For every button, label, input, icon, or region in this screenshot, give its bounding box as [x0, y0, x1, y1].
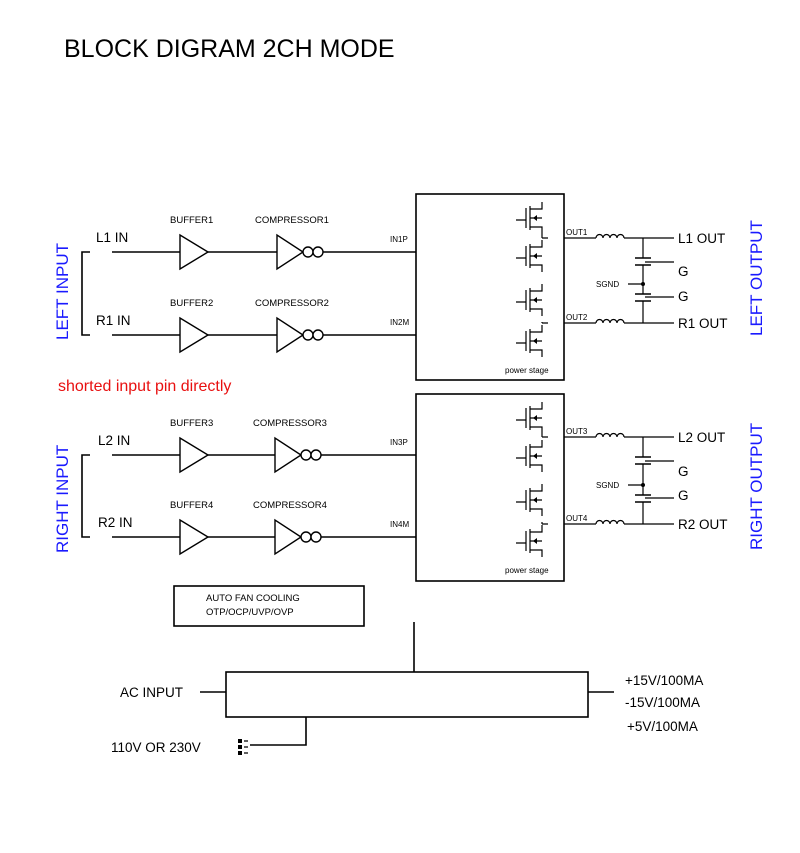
buffer-label: BUFFER3 — [170, 418, 213, 429]
buffer-triangle — [179, 436, 210, 474]
inductor-coil — [595, 318, 625, 324]
power-stage-2 — [516, 402, 674, 557]
compressor-bubble — [300, 531, 312, 543]
compressor-bubble — [302, 329, 314, 341]
pin-label: IN1P — [390, 235, 408, 244]
channel-row-4: R2 INBUFFER4COMPRESSOR4IN4MDA4OUT4R2 OUT — [98, 500, 728, 557]
ac-input-label: AC INPUT — [120, 685, 183, 700]
inductor-coil — [595, 432, 625, 438]
mosfet-symbol — [516, 402, 543, 434]
out-pin-label: OUT4 — [566, 514, 588, 523]
right-input-label: RIGHT INPUT — [53, 445, 72, 553]
power-stage-1 — [516, 202, 674, 357]
compressor-triangle — [276, 316, 305, 354]
amplifier-box-1 — [415, 193, 565, 381]
compressor-label: COMPRESSOR1 — [255, 215, 329, 226]
compressor-label: COMPRESSOR2 — [255, 298, 329, 309]
compressor-triangle — [276, 233, 305, 271]
input-label: L1 IN — [96, 230, 128, 245]
input-label: R2 IN — [98, 515, 133, 530]
buffer-triangle — [179, 233, 210, 271]
pin-label: IN4M — [390, 520, 409, 529]
g-label-1b: G — [678, 289, 689, 304]
right-output-label: RIGHT OUTPUT — [747, 423, 766, 550]
channel-row-2: R1 INBUFFER2COMPRESSOR2IN2MDA2OUT2R1 OUT — [96, 298, 728, 355]
compressor-bubble — [302, 246, 314, 258]
pin-label: IN2M — [390, 318, 409, 327]
g-label-2b: G — [678, 488, 689, 503]
left-input-bracket — [81, 251, 90, 336]
buffer-label: BUFFER4 — [170, 500, 213, 511]
left-input-label: LEFT INPUT — [53, 243, 72, 340]
mosfet-symbol — [516, 325, 543, 357]
pin-label: IN3P — [390, 438, 408, 447]
left-output-label: LEFT OUTPUT — [747, 220, 766, 336]
compressor-triangle — [274, 436, 303, 474]
page-title: BLOCK DIGRAM 2CH MODE — [64, 35, 395, 63]
mosfet-symbol — [516, 240, 543, 272]
compressor-bubble — [310, 531, 322, 543]
output-label: R2 OUT — [678, 517, 728, 532]
power-stage-label-2: power stage — [505, 566, 549, 575]
out-pin-label: OUT3 — [566, 427, 588, 436]
supply-output-2: -15V/100MA — [625, 695, 700, 710]
buffer-label: BUFFER2 — [170, 298, 213, 309]
output-label: R1 OUT — [678, 316, 728, 331]
compressor-triangle — [274, 518, 303, 556]
compressor-bubble — [312, 246, 324, 258]
output-label: L1 OUT — [678, 231, 725, 246]
sgnd-label-2: SGND — [596, 481, 619, 490]
sgnd-label-1: SGND — [596, 280, 619, 289]
buffer-triangle — [179, 316, 210, 354]
shorted-pin-note: shorted input pin directly — [58, 378, 231, 395]
power-stages — [516, 202, 674, 557]
power-supply-box — [225, 671, 589, 718]
out-pin-label: OUT1 — [566, 228, 588, 237]
power-stage-label-1: power stage — [505, 366, 549, 375]
voltage-select-label: 110V OR 230V — [111, 740, 201, 755]
mosfet-symbol — [516, 202, 543, 234]
voltage-switch-icon — [238, 739, 248, 755]
mosfet-symbol — [516, 525, 543, 557]
compressor-label: COMPRESSOR4 — [253, 500, 327, 511]
input-label: R1 IN — [96, 313, 131, 328]
mosfet-symbol — [516, 284, 543, 316]
compressor-bubble — [312, 329, 324, 341]
channel-row-3: L2 INBUFFER3COMPRESSOR3IN3PDA3OUT3L2 OUT — [98, 418, 725, 475]
input-label: L2 IN — [98, 433, 130, 448]
protection-line-2: OTP/OCP/UVP/OVP — [206, 607, 294, 618]
channel-row-1: L1 INBUFFER1COMPRESSOR1IN1PDA1OUT1L1 OUT — [96, 215, 725, 272]
output-label: L2 OUT — [678, 430, 725, 445]
voltage-select-line — [250, 717, 307, 746]
protection-line-1: AUTO FAN COOLING — [206, 593, 300, 604]
compressor-bubble — [310, 449, 322, 461]
mosfet-symbol — [516, 440, 543, 472]
protection-box — [173, 585, 365, 627]
compressor-bubble — [300, 449, 312, 461]
g-label-2a: G — [678, 464, 689, 479]
inductor-coil — [595, 233, 625, 239]
supply-output-1: +15V/100MA — [625, 673, 703, 688]
g-label-1a: G — [678, 264, 689, 279]
inductor-coil — [595, 519, 625, 525]
supply-output-3: +5V/100MA — [627, 719, 698, 734]
buffer-label: BUFFER1 — [170, 215, 213, 226]
buffer-triangle — [179, 518, 210, 556]
compressor-label: COMPRESSOR3 — [253, 418, 327, 429]
mosfet-symbol — [516, 484, 543, 516]
right-input-bracket — [81, 454, 90, 538]
out-pin-label: OUT2 — [566, 313, 588, 322]
